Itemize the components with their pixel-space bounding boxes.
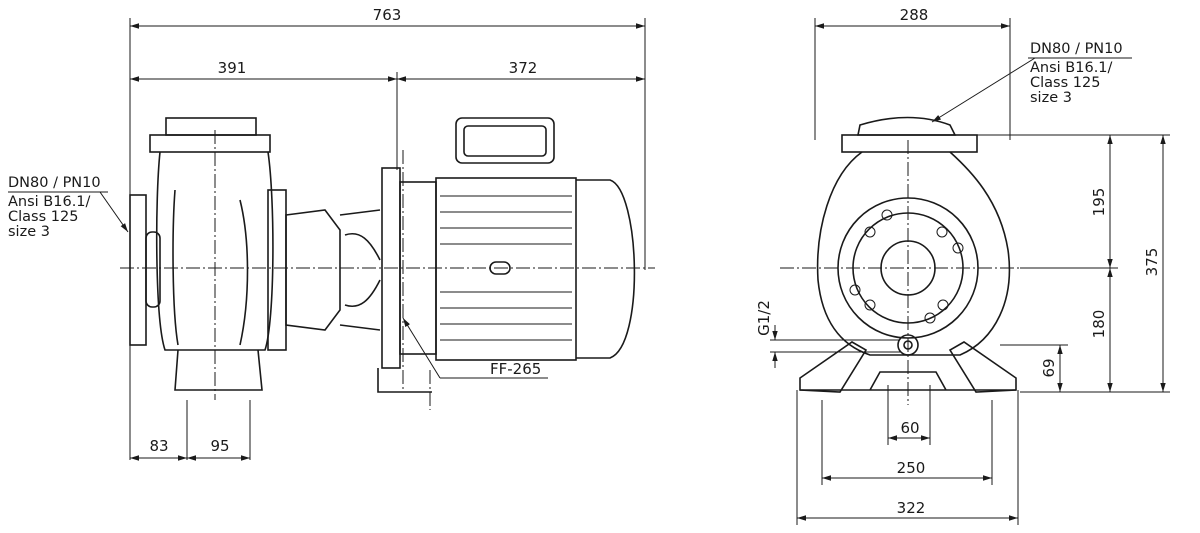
base-width-label: 322	[897, 499, 926, 517]
motor-length-label: 372	[509, 59, 538, 77]
base-hole-spacing-label: 250	[897, 459, 926, 477]
drain-height-label: 69	[1040, 358, 1058, 377]
svg-text:Class 125: Class 125	[8, 209, 78, 225]
pump-casing	[129, 117, 381, 391]
svg-text:size 3: size 3	[8, 224, 50, 240]
pump-length-label: 391	[218, 59, 247, 77]
height-upper-label: 195	[1090, 188, 1108, 217]
svg-text:Ansi B16.1/: Ansi B16.1/	[8, 194, 91, 210]
foot-hole-spacing-label: 60	[900, 419, 919, 437]
overall-length-label: 763	[373, 6, 402, 24]
foot-spacing-label: 95	[210, 437, 229, 455]
suction-connection-label: DN80 / PN10 Ansi B16.1/ Class 125 size 3	[8, 175, 129, 240]
svg-text:Ansi B16.1/: Ansi B16.1/	[1030, 60, 1113, 76]
motor-flange	[377, 150, 437, 410]
side-view: 763 391 372 83 95 DN80 / PN10 Ansi B16.1…	[8, 6, 655, 461]
svg-text:size 3: size 3	[1030, 90, 1072, 106]
discharge-connection-label: DN80 / PN10 Ansi B16.1/ Class 125 size 3	[931, 41, 1132, 123]
drain-thread-label: G1/2	[755, 300, 773, 336]
foot-offset-label: 83	[149, 437, 168, 455]
overall-width-label: 288	[900, 6, 929, 24]
svg-text:DN80 / PN10: DN80 / PN10	[1030, 41, 1123, 57]
height-lower-label: 180	[1090, 310, 1108, 339]
motor	[435, 117, 636, 361]
front-view: 288 195 180 375 69 G1/2 60 250 322 DN80 …	[755, 6, 1170, 525]
svg-text:DN80 / PN10: DN80 / PN10	[8, 175, 101, 191]
svg-text:Class 125: Class 125	[1030, 75, 1100, 91]
flange-label: FF-265	[490, 360, 541, 378]
height-total-label: 375	[1143, 248, 1161, 277]
